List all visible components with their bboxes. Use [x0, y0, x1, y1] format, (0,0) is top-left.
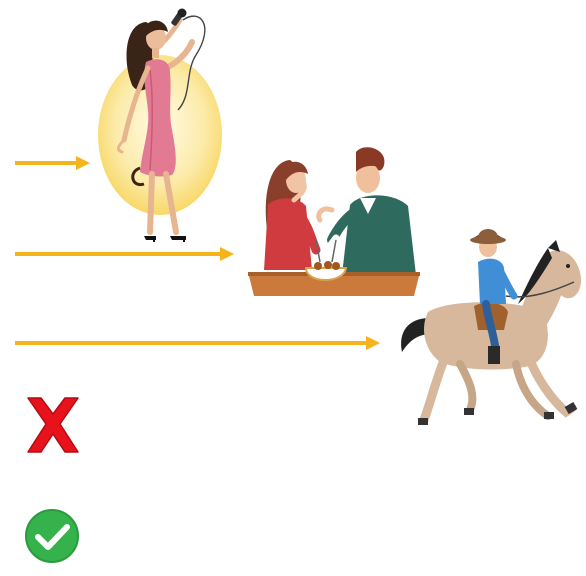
singer-illustration	[98, 9, 222, 243]
arrow-long	[15, 336, 380, 350]
arrow-medium	[15, 247, 234, 261]
cowboy-on-horse-illustration	[401, 229, 581, 425]
couple-dining-illustration	[248, 147, 420, 296]
arrow-short	[15, 156, 90, 170]
cross-icon	[28, 398, 78, 452]
check-icon	[26, 510, 78, 562]
